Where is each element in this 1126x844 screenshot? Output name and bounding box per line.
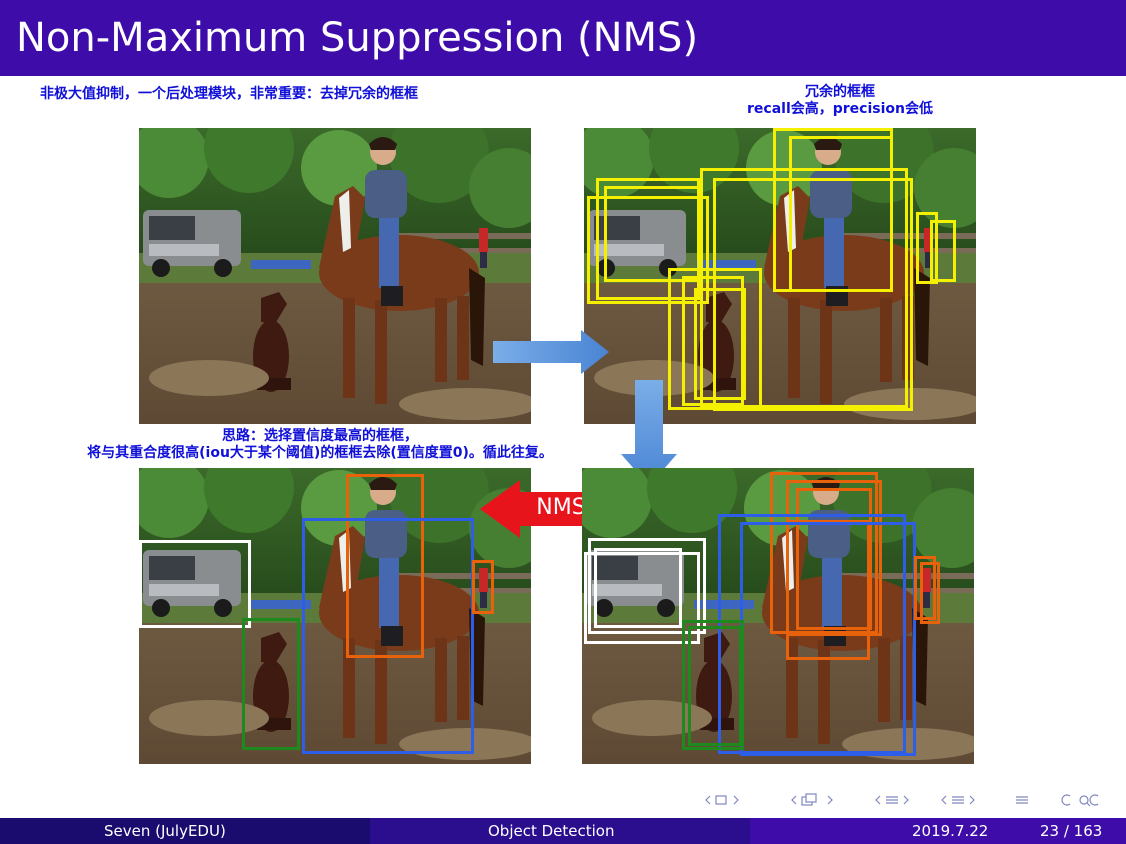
- box-yellow: [916, 212, 938, 284]
- box-white: [139, 540, 251, 628]
- note-middle-line2: 将与其重合度很高(iou大于某个阈值)的框框去除(置信度置0)。循此往复。: [87, 445, 553, 461]
- title-bar: Non-Maximum Suppression (NMS): [0, 0, 1126, 76]
- footer-date: 2019.7.22: [912, 822, 989, 840]
- nms-arrow-icon: [480, 480, 610, 538]
- note-middle-line1: 思路：选择置信度最高的框框，: [222, 428, 418, 444]
- box-white: [594, 548, 682, 628]
- box-yellow: [682, 276, 744, 406]
- box-yellow: [694, 288, 746, 400]
- photo-original: [139, 128, 531, 424]
- footer-bar: Seven (JulyEDU) Object Detection 2019.7.…: [0, 818, 1126, 844]
- box-yellow: [930, 220, 956, 282]
- box-yellow: [596, 178, 700, 300]
- box-blue: [740, 522, 916, 756]
- box-blue: [302, 518, 474, 754]
- box-orange: [786, 520, 870, 660]
- nav-subsection-icon[interactable]: [940, 793, 998, 807]
- arrow-down-icon: [621, 380, 677, 486]
- box-orange: [914, 556, 936, 620]
- note-middle: 思路：选择置信度最高的框框， 将与其重合度很高(iou大于某个阈值)的框框去除(…: [30, 428, 610, 462]
- nav-frame-left-icon[interactable]: [704, 793, 758, 807]
- box-yellow: [668, 268, 762, 410]
- box-yellow: [789, 136, 893, 292]
- box-orange: [472, 560, 494, 614]
- footer-topic-segment: Object Detection: [370, 818, 750, 844]
- box-white: [588, 538, 706, 634]
- footer-date-segment: 2019.7.22 23 / 163: [750, 818, 1126, 844]
- nav-search-icon[interactable]: [1058, 792, 1114, 808]
- box-green: [242, 618, 300, 750]
- footer-page-number: 23 / 163: [1040, 822, 1103, 840]
- slide-title: Non-Maximum Suppression (NMS): [16, 15, 699, 61]
- box-blue: [718, 514, 906, 754]
- box-orange: [346, 474, 424, 658]
- footer-author-segment: Seven (JulyEDU): [0, 818, 370, 844]
- box-orange: [770, 472, 878, 634]
- note-top-right-line1: 冗余的框框: [805, 84, 875, 100]
- box-green: [682, 620, 744, 750]
- box-white: [584, 552, 700, 644]
- nav-frame-right-icon[interactable]: [790, 792, 856, 808]
- nms-label: NMS: [536, 495, 586, 520]
- footer-author: Seven (JulyEDU): [104, 822, 226, 840]
- note-top-right: 冗余的框框 recall会高，precision会低: [700, 84, 980, 118]
- box-yellow: [604, 186, 702, 282]
- nav-align-icon[interactable]: [1014, 793, 1030, 807]
- box-green: [688, 626, 742, 746]
- box-yellow: [713, 178, 913, 411]
- box-orange: [920, 562, 940, 624]
- box-yellow: [587, 196, 709, 304]
- note-top-left: 非极大值抑制，一个后处理模块，非常重要：去掉冗余的框框: [40, 86, 418, 102]
- arrow-right-icon: [493, 330, 609, 374]
- beamer-navigation: [704, 790, 1114, 810]
- footer-topic: Object Detection: [488, 822, 615, 840]
- nav-section-icon[interactable]: [874, 793, 932, 807]
- note-top-right-line2: recall会高，precision会低: [747, 101, 933, 117]
- box-orange: [796, 488, 872, 630]
